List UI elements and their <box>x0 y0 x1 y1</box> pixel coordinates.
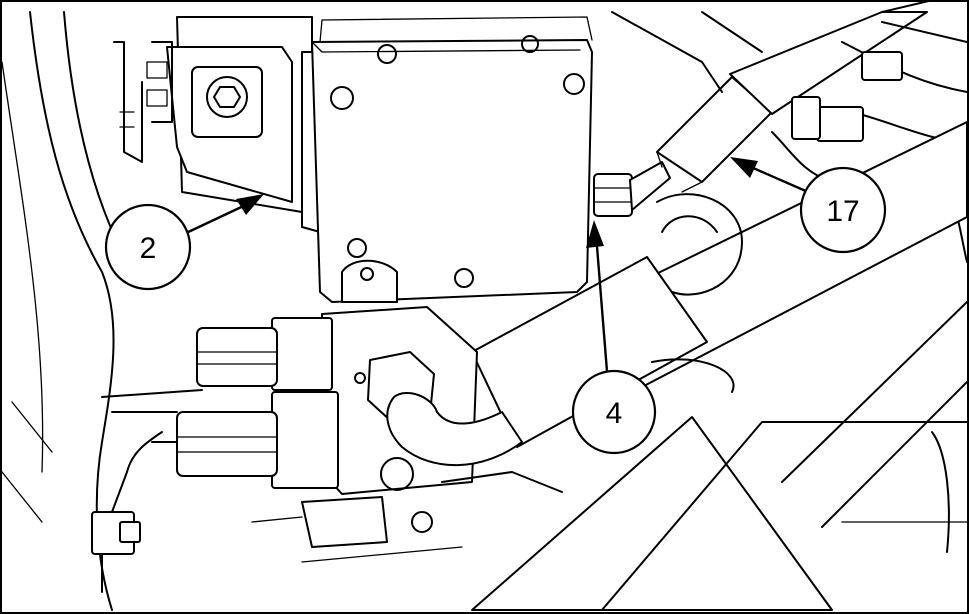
arrowhead-2 <box>236 194 264 215</box>
callout-4-label: 4 <box>606 397 623 430</box>
leader-2 <box>183 200 253 236</box>
hydraulic-hose-upper <box>656 2 929 193</box>
solenoid-coil-lower <box>341 259 398 303</box>
lower-machine-details <box>251 471 563 563</box>
arrowhead-4 <box>586 220 604 248</box>
callout-17-label: 17 <box>826 195 859 228</box>
electrical-connector <box>91 431 163 593</box>
manifold-port-fitting <box>593 161 671 217</box>
leader-4 <box>594 233 610 385</box>
leader-lines <box>183 157 809 385</box>
solenoid-valve-block <box>146 16 321 233</box>
lower-frame-panel <box>471 301 967 611</box>
callout-4: 4 <box>571 369 657 455</box>
callout-2-label: 2 <box>140 232 157 265</box>
arrowhead-17 <box>730 157 758 178</box>
leader-17 <box>743 162 809 194</box>
manifold-plate <box>311 16 593 303</box>
lower-valve-body <box>101 306 523 495</box>
callout-2: 2 <box>104 203 192 291</box>
right-side-hoses <box>611 11 967 263</box>
callout-17: 17 <box>799 166 887 254</box>
